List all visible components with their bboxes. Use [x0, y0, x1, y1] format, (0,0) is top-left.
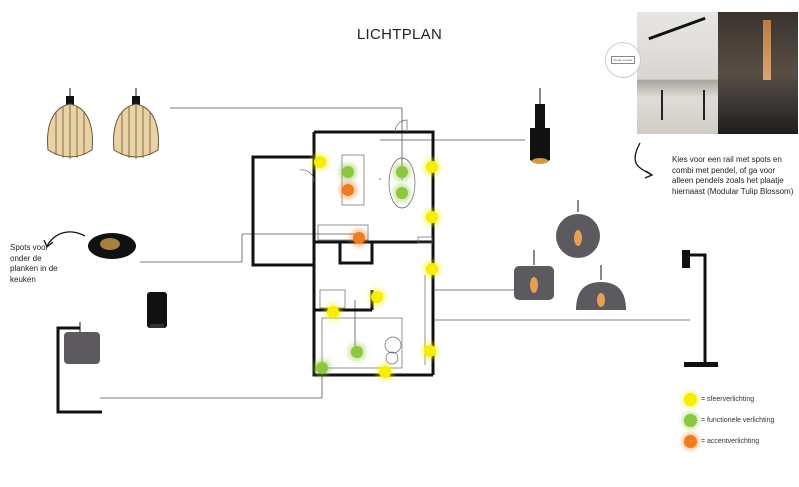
reference-photo: [637, 12, 798, 134]
rail-advice-note: Kies voor een rail met spots en combi me…: [672, 155, 794, 196]
light-marker-sfeer: [314, 156, 326, 168]
light-marker-sfeer: [379, 366, 391, 378]
light-markers: [311, 153, 441, 381]
legend-label: = functionele verlichting: [701, 417, 775, 424]
light-marker-accent: [342, 184, 354, 196]
floor-lamp-right: [682, 250, 718, 367]
glass-pendant-1: [556, 200, 600, 258]
connector-lines: [100, 107, 690, 399]
light-marker-functioneel: [342, 166, 354, 178]
pendant-lamp-wood-1: [47, 88, 93, 159]
legend-yellow-dot: [684, 393, 697, 406]
light-marker-sfeer: [426, 161, 438, 173]
recessed-spot: [88, 233, 136, 259]
legend-green-dot: [684, 414, 697, 427]
logo: Studio Lunette: [605, 42, 641, 78]
legend-functioneel: = functionele verlichting: [684, 414, 774, 427]
arrow-icon: [46, 231, 86, 247]
legend-label: = sfeerverlichting: [701, 396, 755, 403]
glass-pendant-3: [576, 265, 626, 310]
wall-lamp: [147, 292, 167, 328]
kitchen-spots-note: Spots voor onder de planken in de keuken: [10, 243, 58, 284]
light-marker-sfeer: [426, 211, 438, 223]
pendant-lamp-wood-2: [113, 88, 159, 159]
legend-orange-dot: [684, 435, 697, 448]
light-marker-functioneel: [396, 166, 408, 178]
light-marker-functioneel: [316, 362, 328, 374]
light-marker-sfeer: [327, 306, 339, 318]
light-marker-sfeer: [426, 263, 438, 275]
arrow-icon: [634, 142, 653, 176]
legend-sfeer: = sfeerverlichting: [684, 393, 754, 406]
legend-accent: = accentverlichting: [684, 435, 759, 448]
light-marker-accent: [353, 232, 365, 244]
glass-pendant-2: [514, 250, 554, 300]
pendant-lamp-black: [530, 88, 550, 164]
light-marker-functioneel: [396, 187, 408, 199]
light-marker-sfeer: [371, 291, 383, 303]
legend-label: = accentverlichting: [701, 438, 760, 445]
page-title: LICHTPLAN: [356, 26, 443, 43]
light-marker-sfeer: [424, 345, 436, 357]
floor-lamp-left: [56, 322, 102, 414]
light-marker-functioneel: [351, 346, 363, 358]
furniture: [299, 119, 433, 369]
